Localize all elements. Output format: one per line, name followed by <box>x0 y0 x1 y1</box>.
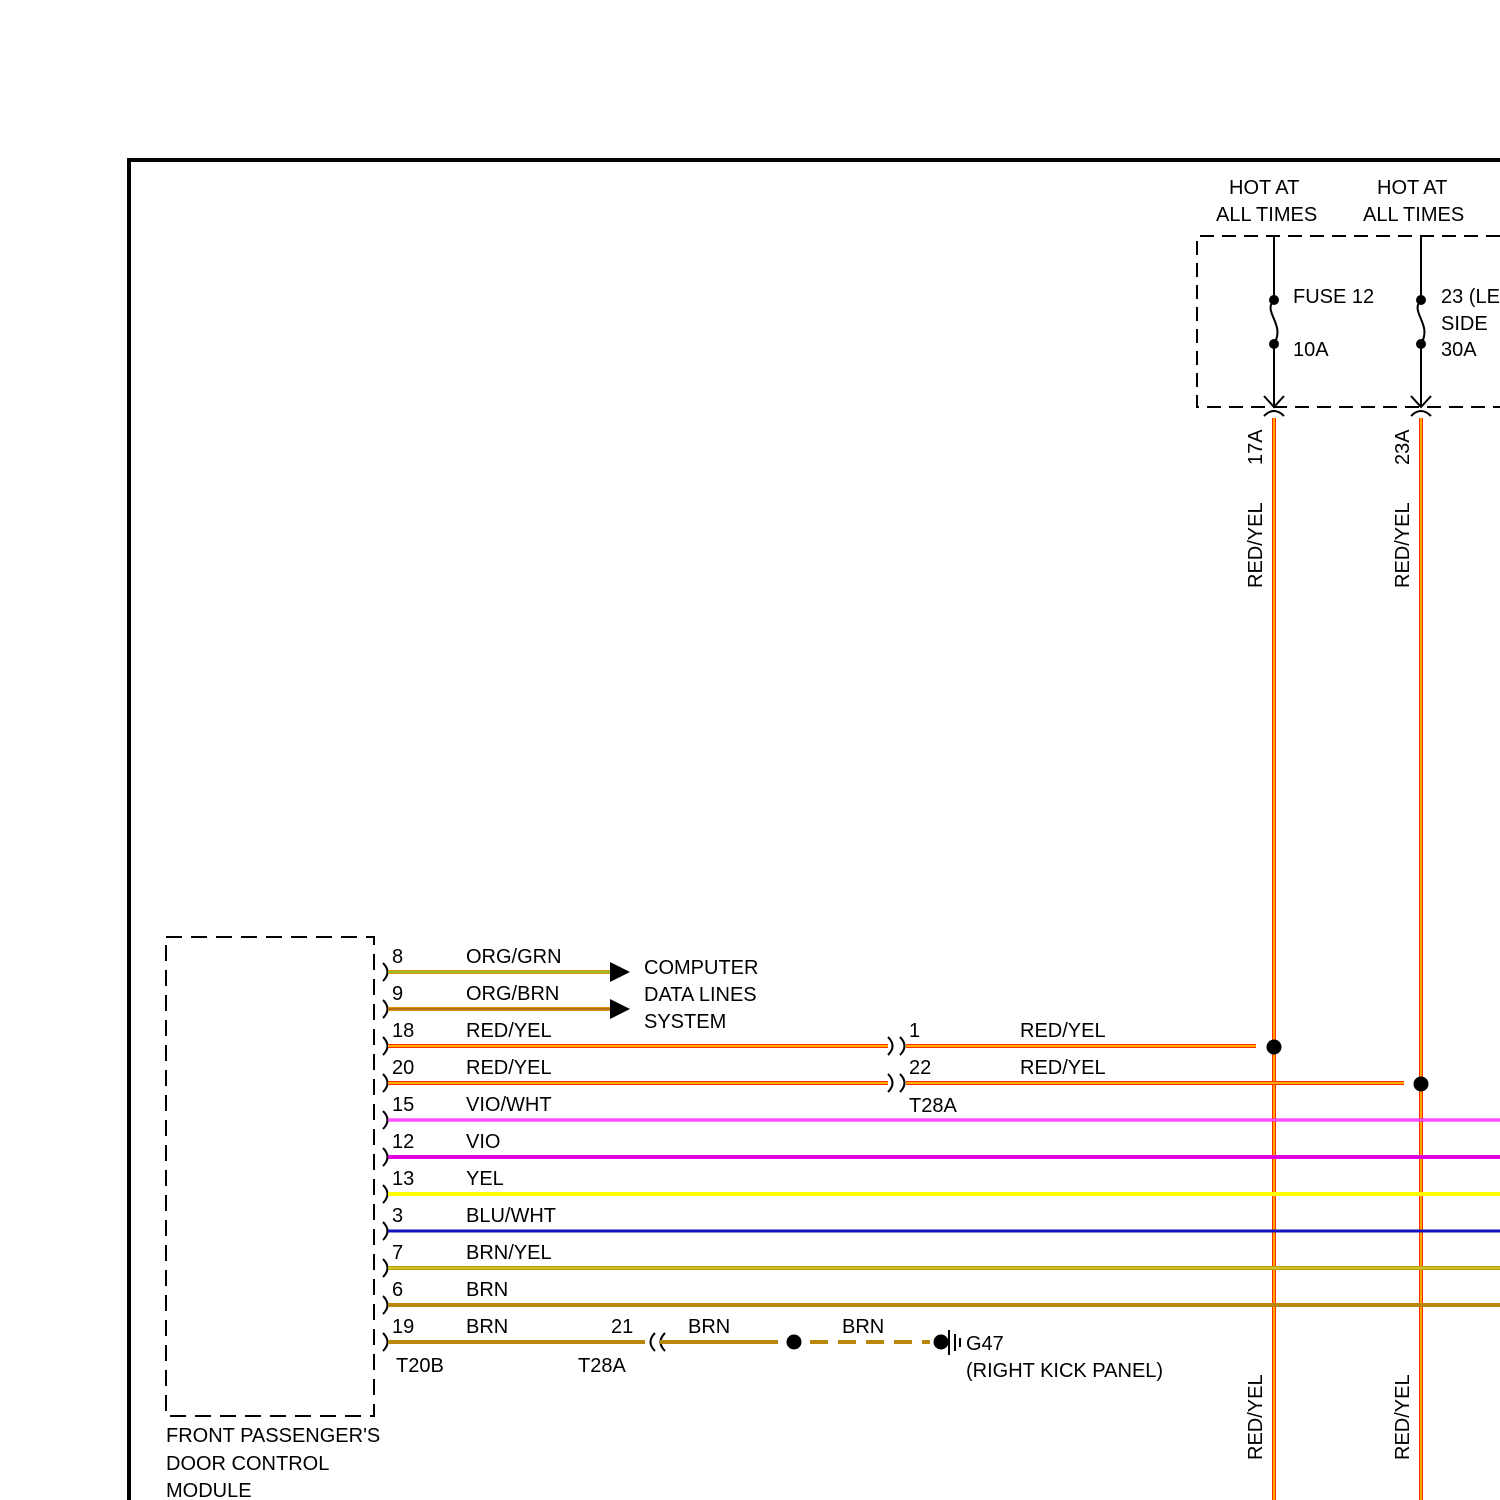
pin-18-color: RED/YEL <box>466 1020 552 1042</box>
fuse-23-hot-line1: HOT AT <box>1377 177 1447 199</box>
wire-row-pin3: 3 BLU/WHT <box>388 1205 1500 1231</box>
vertical-wire-23a: 23A RED/YEL RED/YEL <box>1392 418 1421 1500</box>
fuse-23-hot-line2: ALL TIMES <box>1363 204 1464 226</box>
pin-15-color: VIO/WHT <box>466 1094 552 1116</box>
pin-12-color: VIO <box>466 1131 500 1153</box>
fuse-23: HOT AT ALL TIMES 23 (LE SIDE 30A <box>1363 177 1500 416</box>
pin-9-color: ORG/BRN <box>466 983 559 1005</box>
wire-row-pin8: 8 ORG/GRN <box>388 946 630 982</box>
fuse-12-hot-line2: ALL TIMES <box>1216 204 1317 226</box>
module-outline <box>166 937 374 1416</box>
computer-data-line1: COMPUTER <box>644 957 758 979</box>
pin-19-color: BRN <box>466 1316 508 1338</box>
ground-id: G47 <box>966 1333 1004 1355</box>
wire-row-pin7: 7 BRN/YEL <box>388 1242 1500 1268</box>
pin-20-number: 20 <box>392 1057 414 1079</box>
ground-location: (RIGHT KICK PANEL) <box>966 1360 1163 1382</box>
pin-6-color: BRN <box>466 1279 508 1301</box>
fuse-23-name: 23 (LE <box>1441 286 1500 308</box>
inline-connector-bottom-label: T28A <box>578 1355 626 1377</box>
inline-connector-t28a <box>651 1333 656 1351</box>
fuse-12-hot-line1: HOT AT <box>1229 177 1299 199</box>
fuse-12-rating: 10A <box>1293 339 1329 361</box>
fuse-12-name: FUSE 12 <box>1293 286 1374 308</box>
diagram-frame <box>129 160 1500 1500</box>
pin-21-number: 21 <box>611 1316 633 1338</box>
module-pin-brackets <box>383 963 388 1351</box>
pin-8-number: 8 <box>392 946 403 968</box>
wire-row-pin19: 19 BRN 21 BRN BRN T28A G47 (RIGHT KICK P… <box>388 1316 1163 1382</box>
pin-22-number: 22 <box>909 1057 931 1079</box>
pin-15-number: 15 <box>392 1094 414 1116</box>
wire-row-pin9: 9 ORG/BRN <box>388 983 630 1019</box>
pin-12-number: 12 <box>392 1131 414 1153</box>
wire-row-pin6: 6 BRN <box>388 1279 1500 1305</box>
pin-13-number: 13 <box>392 1168 414 1190</box>
wire-color-23a-bottom: RED/YEL <box>1392 1374 1414 1460</box>
fuse-12: HOT AT ALL TIMES FUSE 12 10A <box>1216 177 1374 416</box>
wire-id-17a: 17A <box>1245 429 1267 465</box>
pin-7-color: BRN/YEL <box>466 1242 552 1264</box>
module-label-line3: MODULE <box>166 1480 252 1500</box>
pin-19-number: 19 <box>392 1316 414 1338</box>
pin-6-number: 6 <box>392 1279 403 1301</box>
fuse-23-name-line2: SIDE <box>1441 313 1488 335</box>
pin-21-color: BRN <box>688 1316 730 1338</box>
wire-color-23a-top: RED/YEL <box>1392 502 1414 588</box>
ground-wire-color: BRN <box>842 1316 884 1338</box>
pin-1-number: 1 <box>909 1020 920 1042</box>
pin-13-color: YEL <box>466 1168 504 1190</box>
pin-3-color: BLU/WHT <box>466 1205 556 1227</box>
wire-row-pin13: 13 YEL <box>388 1168 1500 1194</box>
computer-data-line2: DATA LINES <box>644 984 757 1006</box>
pin-18-number: 18 <box>392 1020 414 1042</box>
module-label-line1: FRONT PASSENGER'S <box>166 1425 380 1447</box>
wire-row-pin18: 18 RED/YEL 1 RED/YEL <box>388 1020 1282 1055</box>
pin-8-color: ORG/GRN <box>466 946 562 968</box>
pin-1-color: RED/YEL <box>1020 1020 1106 1042</box>
inline-connector-label: T28A <box>909 1095 957 1117</box>
vertical-wire-17a: 17A RED/YEL RED/YEL <box>1245 418 1274 1500</box>
wire-row-pin12: 12 VIO <box>388 1131 1500 1157</box>
pin-9-number: 9 <box>392 983 403 1005</box>
wire-color-17a-top: RED/YEL <box>1245 502 1267 588</box>
wire-id-23a: 23A <box>1392 429 1414 465</box>
computer-data-line3: SYSTEM <box>644 1011 726 1033</box>
module-label-line2: DOOR CONTROL <box>166 1453 329 1475</box>
module-connector-id: T20B <box>396 1355 444 1377</box>
pin-20-color: RED/YEL <box>466 1057 552 1079</box>
wire-color-17a-bottom: RED/YEL <box>1245 1374 1267 1460</box>
pin-22-color: RED/YEL <box>1020 1057 1106 1079</box>
pin-3-number: 3 <box>392 1205 403 1227</box>
fuse-23-rating: 30A <box>1441 339 1477 361</box>
pin-7-number: 7 <box>392 1242 403 1264</box>
